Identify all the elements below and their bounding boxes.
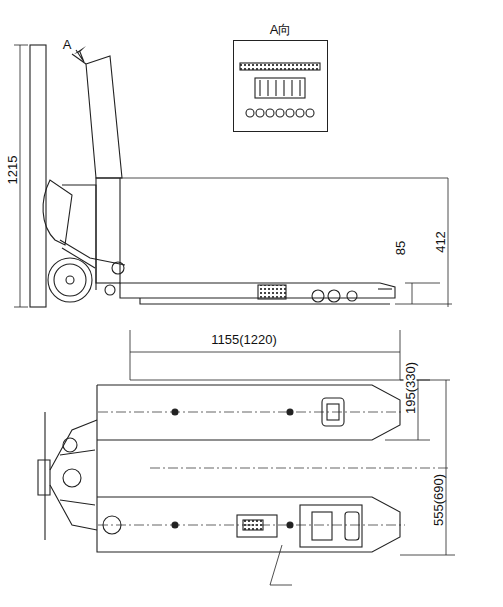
dimension-label: 555(690): [432, 473, 445, 527]
dimension-label: 195(330): [404, 361, 417, 415]
view-heading: A向: [234, 21, 327, 39]
dimension-label: 1155(1220): [210, 333, 278, 346]
dimension-label: 1215: [6, 155, 19, 186]
dimension-label: A: [62, 38, 73, 51]
dimension-label: 412: [434, 230, 447, 254]
dimension-label: 85: [394, 240, 407, 256]
view-panel: A向: [233, 40, 328, 132]
